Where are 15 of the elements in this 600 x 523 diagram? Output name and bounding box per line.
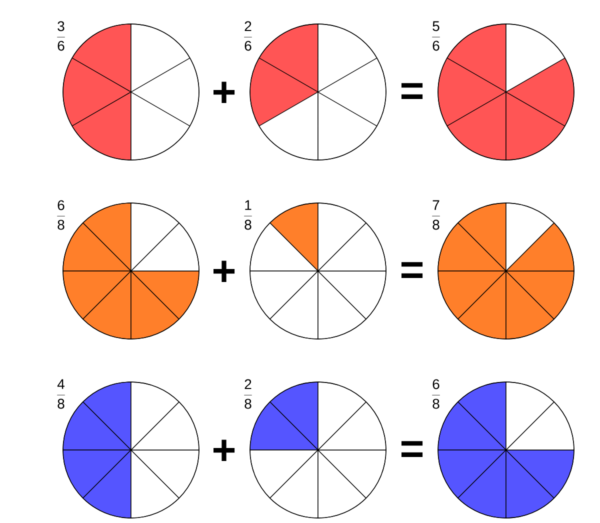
plus-sign: +	[214, 82, 235, 103]
equals-sign: =	[401, 262, 423, 278]
fraction: $\frac{5}{6}$	[432, 21, 440, 51]
fraction: $\frac{6}{8}$	[57, 200, 65, 230]
equals-sign: =	[401, 83, 423, 99]
fraction: $\frac{4}{8}$	[57, 379, 65, 409]
fraction: $\frac{2}{8}$	[244, 379, 252, 409]
fraction: $\frac{2}{6}$	[244, 21, 252, 51]
plus-sign: +	[214, 440, 235, 461]
fraction: $\frac{7}{8}$	[432, 200, 440, 230]
fraction: $\frac{6}{8}$	[432, 379, 440, 409]
fraction: $\frac{3}{6}$	[57, 21, 65, 51]
fraction: $\frac{1}{8}$	[244, 200, 252, 230]
plus-sign: +	[214, 260, 235, 282]
equals-sign: =	[401, 441, 423, 457]
